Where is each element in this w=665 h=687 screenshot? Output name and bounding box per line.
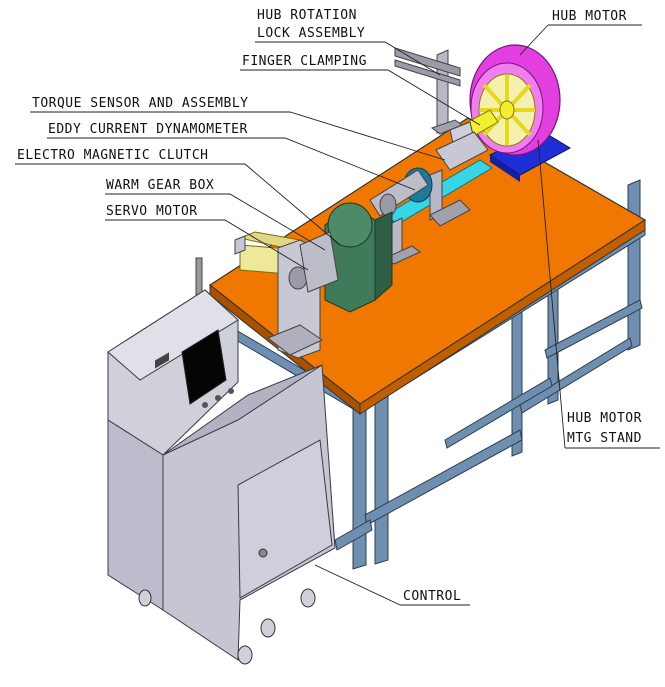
eddy-current-dynamometer <box>369 167 433 217</box>
label-hub-motor-stand-1: HUB MOTOR <box>567 411 642 426</box>
label-finger-clamping: FINGER CLAMPING <box>242 54 367 69</box>
label-torque-sensor: TORQUE SENSOR AND ASSEMBLY <box>32 96 249 111</box>
label-hub-motor: HUB MOTOR <box>552 9 627 24</box>
label-hub-rotation-lock-1: HUB ROTATION <box>257 8 357 23</box>
servo-bracket <box>267 231 339 359</box>
label-hub-motor-stand-2: MTG STAND <box>567 431 642 446</box>
warm-gear-box <box>324 202 393 313</box>
label-hub-rotation-lock-2: LOCK ASSEMBLY <box>257 26 366 41</box>
control-cabinet <box>107 257 336 665</box>
label-warm-gear-box: WARM GEAR BOX <box>106 178 215 193</box>
label-eddy-current: EDDY CURRENT DYNAMOMETER <box>48 122 248 137</box>
hub-rotation-lock-assembly <box>394 47 464 135</box>
leader-lines <box>15 24 660 606</box>
hub-motor <box>469 44 561 156</box>
label-servo-motor: SERVO MOTOR <box>106 204 198 219</box>
label-electro-clutch: ELECTRO MAGNETIC CLUTCH <box>17 148 209 163</box>
label-control: CONTROL <box>403 589 462 604</box>
